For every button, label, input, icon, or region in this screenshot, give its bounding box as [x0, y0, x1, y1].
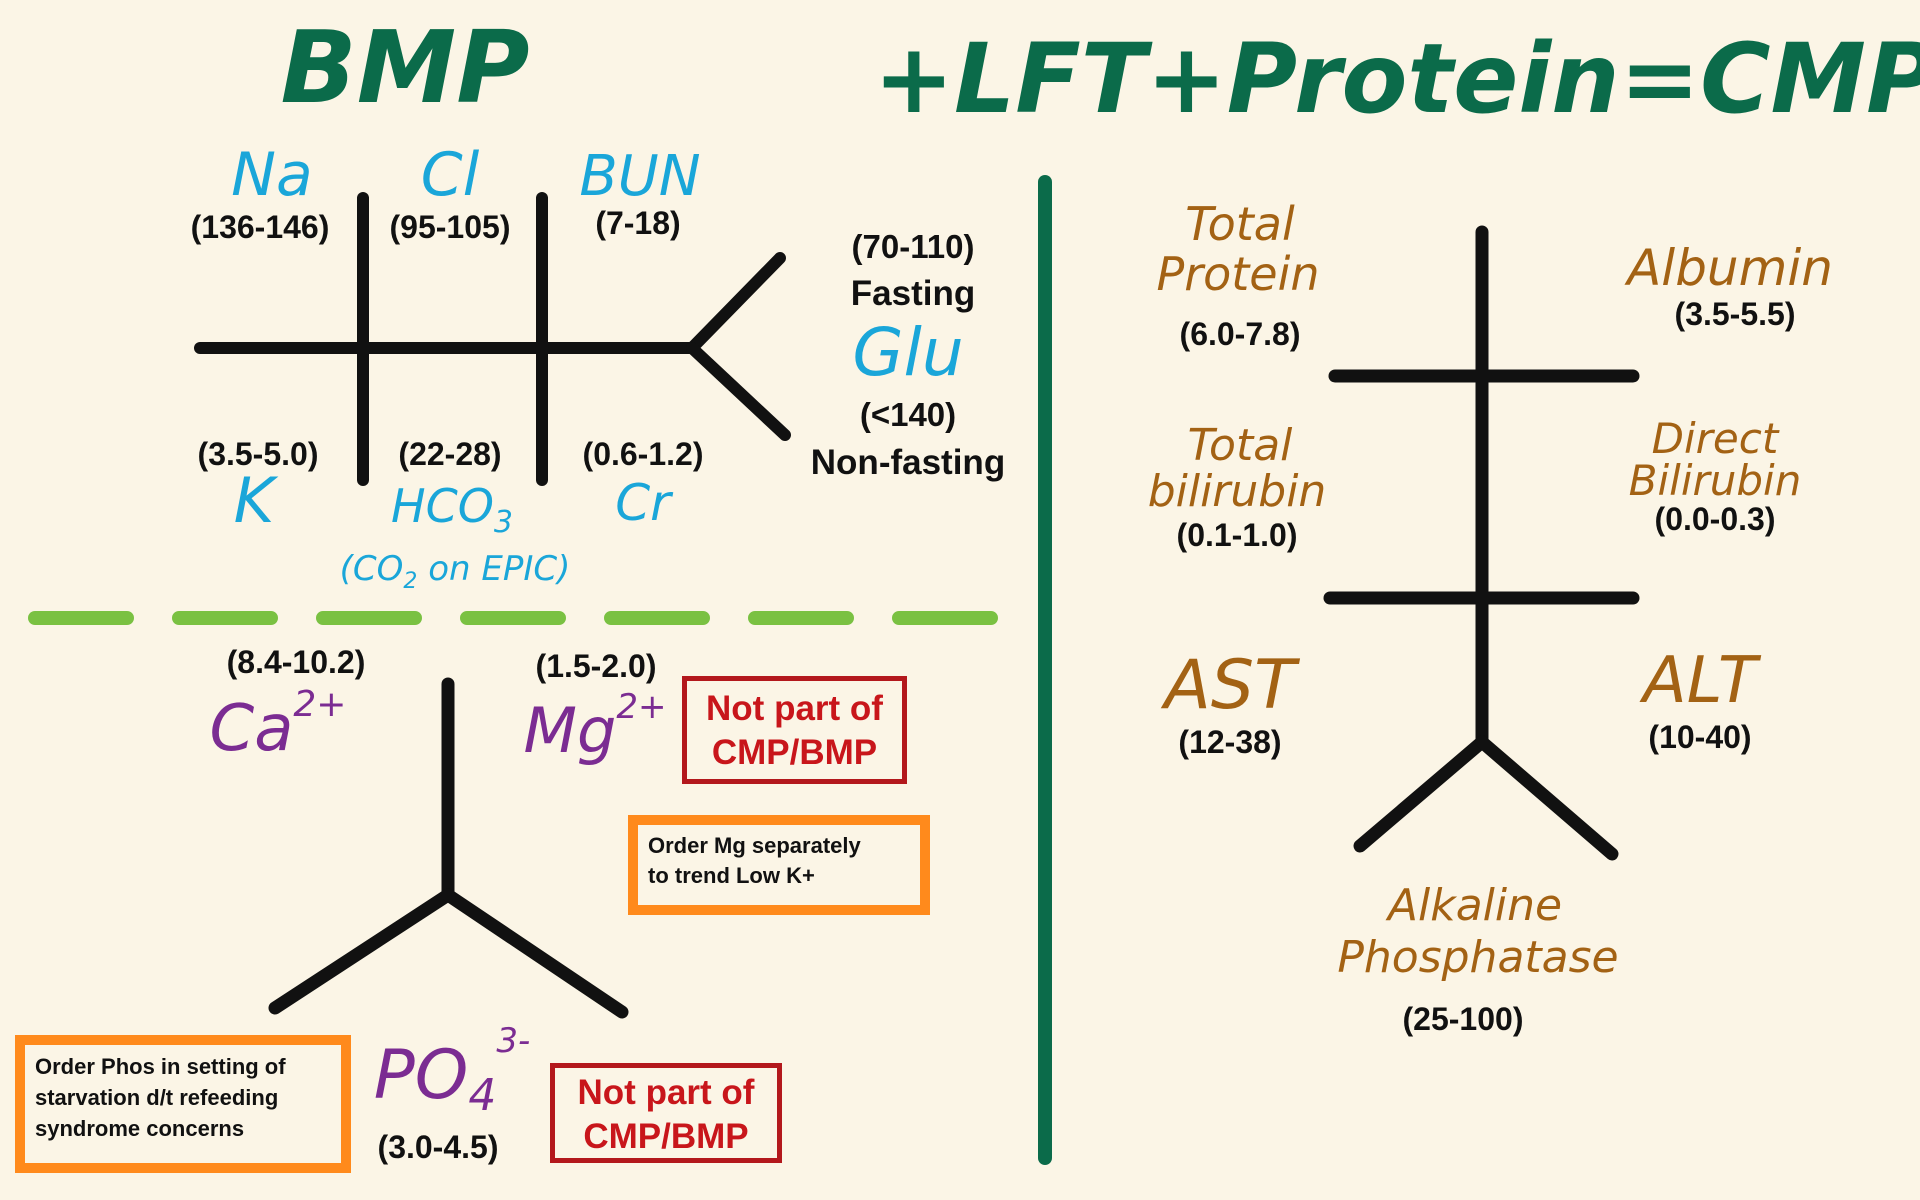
- ca-range: (8.4-10.2): [227, 644, 366, 680]
- alt-range: (10-40): [1648, 719, 1751, 755]
- albumin-range: (3.5-5.5): [1675, 296, 1796, 332]
- ca-label: Ca2+: [210, 684, 347, 766]
- ast-range: (12-38): [1178, 724, 1281, 760]
- bun-label: BUN: [579, 144, 700, 209]
- total-bilirubin-range: (0.1-1.0): [1177, 517, 1298, 553]
- alk-phos-range: (25-100): [1403, 1001, 1524, 1037]
- order-phos-line-2: starvation d/t refeeding: [35, 1085, 279, 1110]
- po4-label: PO43-: [374, 1021, 530, 1121]
- hco3-epic-note: (CO2 on EPIC): [340, 549, 571, 594]
- bmp-fishbone: [194, 192, 791, 486]
- not-part-of-cmp-bmp-note-mg: Not part of CMP/BMP: [682, 676, 907, 784]
- total-protein-range: (6.0-7.8): [1180, 316, 1301, 352]
- bmp-title: BMP: [280, 9, 529, 126]
- not-part-line-1: Not part of: [577, 1073, 755, 1112]
- hco3-label: HCO3: [391, 479, 513, 540]
- not-part-line-1: Not part of: [706, 689, 883, 728]
- cr-range: (0.6-1.2): [583, 436, 704, 472]
- alt-label: ALT: [1639, 644, 1762, 718]
- bun-range: (7-18): [595, 205, 680, 241]
- order-phos-note: Order Phos in setting of starvation d/t …: [15, 1035, 351, 1173]
- order-phos-line-3: syndrome concerns: [35, 1116, 245, 1141]
- direct-bilirubin-range: (0.0-0.3): [1655, 501, 1776, 537]
- k-range: (3.5-5.0): [198, 436, 319, 472]
- cl-range: (95-105): [390, 209, 511, 245]
- order-mg-line-2: to trend Low K+: [648, 863, 815, 888]
- cl-label: Cl: [421, 140, 480, 210]
- not-part-line-2: CMP/BMP: [711, 733, 878, 772]
- order-mg-line-1: Order Mg separately: [648, 833, 861, 858]
- hco3-range: (22-28): [398, 436, 501, 472]
- glu-nonfasting-range: (<140): [860, 396, 956, 433]
- na-label: Na: [231, 140, 313, 210]
- mg-label: Mg2+: [524, 687, 667, 767]
- po4-range: (3.0-4.5): [378, 1129, 499, 1165]
- mg-range: (1.5-2.0): [536, 648, 657, 684]
- cr-label: Cr: [615, 474, 674, 532]
- k-label: K: [234, 464, 279, 537]
- albumin-label: Albumin: [1624, 239, 1833, 297]
- not-part-of-cmp-bmp-note-phos: Not part of CMP/BMP: [550, 1063, 782, 1163]
- glu-label: Glu: [852, 314, 963, 391]
- na-range: (136-146): [191, 209, 330, 245]
- minerals-y-diagram: [268, 677, 629, 1019]
- cmp-title: +LFT+Protein=CMP: [874, 23, 1920, 135]
- glu-fasting-label: Fasting: [851, 274, 975, 313]
- glu-fasting-range: (70-110): [852, 228, 975, 265]
- ast-label: AST: [1160, 646, 1300, 725]
- order-mg-note: Order Mg separately to trend Low K+: [628, 815, 930, 915]
- not-part-line-2: CMP/BMP: [583, 1117, 749, 1156]
- lft-fishbone: [1323, 225, 1640, 861]
- order-phos-line-1: Order Phos in setting of: [35, 1054, 286, 1079]
- glu-nonfasting-label: Non-fasting: [811, 443, 1005, 482]
